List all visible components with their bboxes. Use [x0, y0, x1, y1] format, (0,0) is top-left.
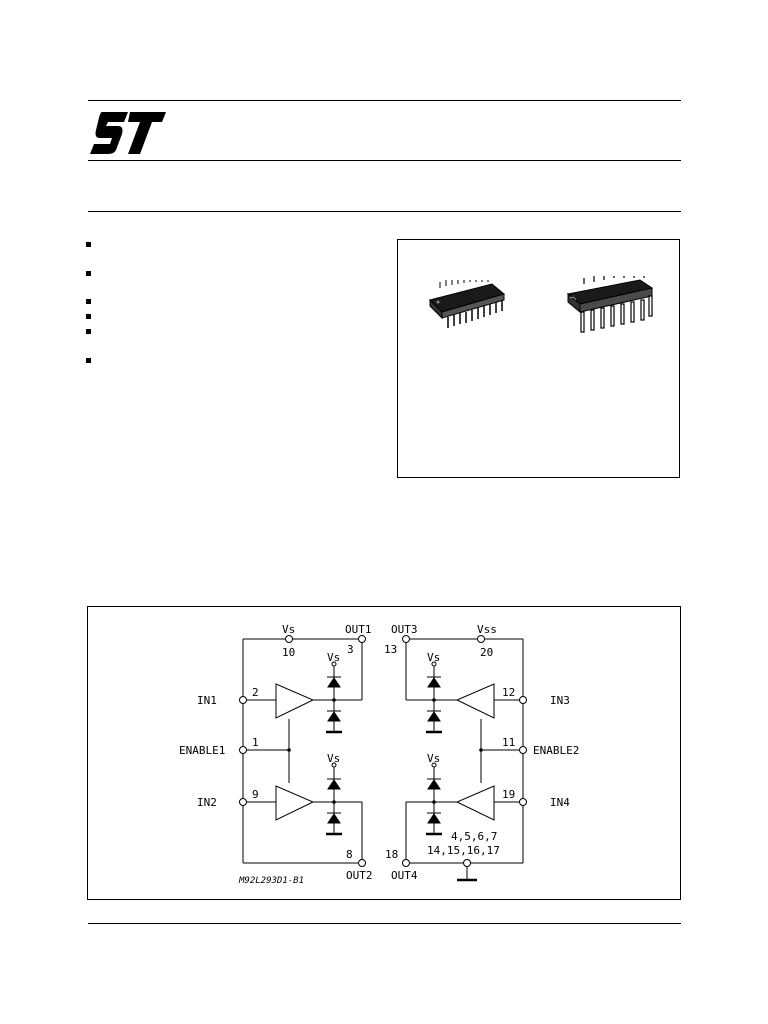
ground-pins-label: 14,15,16,17 [427, 844, 500, 857]
ground-pins-label: 4,5,6,7 [451, 830, 497, 843]
label-out2: OUT2 [346, 869, 373, 882]
header-rule [88, 160, 681, 161]
pin-out3-number: 13 [384, 643, 397, 656]
label-vss: Vss [477, 623, 497, 636]
title-rule [88, 211, 681, 212]
pin-in4-number: 19 [502, 788, 515, 801]
label-vs: Vs [282, 623, 295, 636]
pin-out2-number: 8 [346, 848, 353, 861]
block-diagram-box: Vs 10 OUT1 3 OUT3 13 Vss 20 Vs Vs Vs Vs … [87, 606, 681, 900]
label-in2: IN2 [197, 796, 217, 809]
dip16-package-icon [564, 276, 656, 344]
top-rule [88, 100, 681, 101]
pin-vs-number: 10 [282, 646, 295, 659]
pin-vss-number: 20 [480, 646, 493, 659]
footer-rule [88, 923, 681, 924]
feature-bullet [86, 329, 91, 334]
feature-bullet [86, 271, 91, 276]
so20-package-icon [426, 280, 508, 338]
pin-in1-number: 2 [252, 686, 259, 699]
pin-enable1-number: 1 [252, 736, 259, 749]
label-in1: IN1 [197, 694, 217, 707]
label-out4: OUT4 [391, 869, 418, 882]
feature-bullet [86, 242, 91, 247]
pin-in2-number: 9 [252, 788, 259, 801]
feature-bullet [86, 299, 91, 304]
label-out3: OUT3 [391, 623, 418, 636]
block-diagram: Vs 10 OUT1 3 OUT3 13 Vss 20 Vs Vs Vs Vs … [179, 623, 579, 886]
pin-out4-number: 18 [385, 848, 398, 861]
label-diode-vs: Vs [427, 752, 440, 765]
pin-enable2-number: 11 [502, 736, 515, 749]
label-in4: IN4 [550, 796, 570, 809]
label-diode-vs: Vs [327, 651, 340, 664]
pin-out1-number: 3 [347, 643, 354, 656]
st-logo [88, 108, 168, 156]
figure-reference-code: M92L293D1-B1 [238, 876, 304, 886]
label-enable1: ENABLE1 [179, 744, 225, 757]
label-in3: IN3 [550, 694, 570, 707]
label-enable2: ENABLE2 [533, 744, 579, 757]
package-images-box [397, 239, 680, 478]
label-diode-vs: Vs [327, 752, 340, 765]
feature-bullet [86, 314, 91, 319]
label-diode-vs: Vs [427, 651, 440, 664]
feature-bullet [86, 358, 91, 363]
label-out1: OUT1 [345, 623, 372, 636]
pin-in3-number: 12 [502, 686, 515, 699]
